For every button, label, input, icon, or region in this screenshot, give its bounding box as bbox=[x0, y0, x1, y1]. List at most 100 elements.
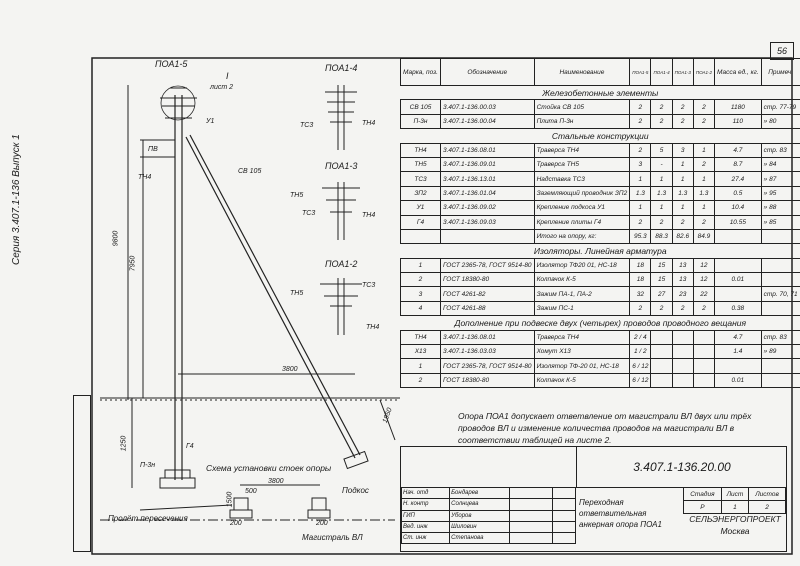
section-mark: I bbox=[226, 71, 229, 81]
cell-note: стр. 83 bbox=[760, 329, 800, 346]
cell-qty: 2 bbox=[671, 214, 694, 230]
cell-designation: ГОСТ 4261-88 bbox=[439, 300, 535, 317]
header-mass: Масса ед., кг. bbox=[714, 58, 762, 86]
organization: СЕЛЬЭНЕРГОПРОЕКТ Москва bbox=[689, 514, 781, 536]
signer-role: Вед. инж bbox=[400, 520, 451, 534]
signature-cell bbox=[509, 498, 553, 511]
sheet-ref: лист 2 bbox=[210, 84, 234, 91]
cell-designation bbox=[439, 228, 535, 245]
cell-qty bbox=[650, 329, 673, 346]
cell-qty bbox=[692, 358, 716, 374]
label-tn4-b: ТН4 bbox=[362, 120, 376, 127]
cell-qty bbox=[650, 358, 673, 374]
section-title: Железобетонные элементы bbox=[400, 84, 800, 101]
cell-name: Заземляющий проводник ЗП2 bbox=[533, 185, 631, 202]
cell-designation: ГОСТ 18380-80 bbox=[439, 372, 535, 389]
label-pv: ПВ bbox=[148, 146, 158, 153]
cell-qty: 1.3 bbox=[671, 185, 694, 202]
cell-mark: 2 bbox=[400, 372, 441, 389]
cell-mass: 0.01 bbox=[714, 372, 762, 389]
cell-qty: 2 bbox=[692, 156, 716, 173]
signature-cell bbox=[509, 486, 553, 500]
cell-qty: 2 bbox=[692, 113, 716, 130]
fig-poa1-2 bbox=[320, 278, 362, 335]
fig-title-3: ПОА1-3 bbox=[325, 161, 358, 171]
cell-qty: - bbox=[650, 156, 673, 173]
cell-mark: ТН5 bbox=[400, 156, 441, 173]
section-row: Дополнение при подвеске двух (четырех) п… bbox=[400, 315, 800, 331]
cell-name: Изолятор ТФ20 01, НС-18 bbox=[533, 257, 631, 274]
stage-header: Стадия bbox=[683, 487, 722, 501]
cell-qty: 2 bbox=[692, 300, 716, 317]
cell-qty: 1 bbox=[650, 171, 673, 187]
cell-designation: 3.407.1-136.09.02 bbox=[439, 200, 535, 216]
main-pole bbox=[100, 85, 400, 489]
section-row: Железобетонные элементы bbox=[400, 84, 800, 101]
cell-qty: 27 bbox=[650, 286, 673, 302]
side-stamp-box bbox=[73, 395, 91, 552]
cell-qty: 2 bbox=[650, 214, 673, 230]
cell-mass bbox=[714, 257, 762, 274]
cell-mark: ТН4 bbox=[400, 329, 441, 346]
cell-qty: 2 bbox=[692, 214, 716, 230]
cell-qty: 2 bbox=[629, 99, 652, 115]
header-qty: ПОА1-5 bbox=[629, 58, 652, 86]
cell-note bbox=[760, 257, 800, 274]
cell-mass bbox=[714, 358, 762, 374]
cell-note: » 80 bbox=[760, 113, 800, 130]
cell-qty: 2 bbox=[629, 214, 652, 230]
cell-mark: П-3н bbox=[400, 113, 441, 130]
cell-qty bbox=[650, 344, 673, 360]
cell-mass: 4.7 bbox=[714, 329, 762, 346]
cell-designation: 3.407.1-136.01.04 bbox=[439, 185, 535, 202]
dim-1500: 1500 bbox=[226, 491, 234, 508]
cell-qty: 1.3 bbox=[650, 185, 673, 202]
cell-qty bbox=[692, 344, 716, 360]
cell-name: Изолятор ТФ-20 01, НС-18 bbox=[533, 358, 631, 374]
header-note: Примеч. bbox=[760, 58, 800, 86]
section-title: Изоляторы. Линейная арматура bbox=[400, 243, 800, 259]
cell-designation: 3.407.1-136.08.01 bbox=[439, 329, 535, 346]
signer-role: Ст. инж bbox=[400, 532, 451, 545]
cell-note: » 84 bbox=[760, 156, 800, 173]
dim-500: 500 bbox=[245, 488, 257, 495]
cell-qty: 1 bbox=[671, 156, 694, 173]
cell-mark: Г4 bbox=[400, 214, 441, 230]
note-text: Опора ПОА1 допускает ответвление от маги… bbox=[458, 411, 752, 445]
cell-note bbox=[760, 228, 800, 245]
cell-name: Плита П-3н bbox=[533, 113, 631, 130]
label-tsz: ТС3 bbox=[300, 122, 314, 129]
cell-qty: 2 bbox=[671, 300, 694, 317]
cell-qty: 2 / 4 bbox=[629, 329, 652, 346]
cell-designation: 3.407.1-136.00.03 bbox=[439, 99, 535, 115]
cell-qty: 1 bbox=[671, 200, 694, 216]
cell-mark: ТН4 bbox=[400, 142, 441, 158]
cell-qty: 13 bbox=[671, 257, 694, 274]
signer-name: Солнцева bbox=[449, 498, 510, 511]
signer-name: Уборов bbox=[449, 509, 510, 522]
cell-qty: 1 bbox=[671, 171, 694, 187]
cell-mass bbox=[714, 228, 762, 245]
cell-mark: СВ 105 bbox=[400, 99, 441, 115]
cell-note: » 95 bbox=[760, 185, 800, 202]
cell-qty: 32 bbox=[629, 286, 652, 302]
cell-mark: 2 bbox=[400, 272, 441, 288]
cell-designation: 3.407.1-136.13.01 bbox=[439, 171, 535, 187]
cell-qty: 2 bbox=[650, 300, 673, 317]
cell-name: Стойка СВ 105 bbox=[533, 99, 631, 115]
header-qty: ПОА1-2 bbox=[692, 58, 716, 86]
date-cell bbox=[552, 520, 576, 534]
label-p3n: П-3н bbox=[140, 462, 156, 469]
cell-name: Колпачок К-5 bbox=[533, 272, 631, 288]
